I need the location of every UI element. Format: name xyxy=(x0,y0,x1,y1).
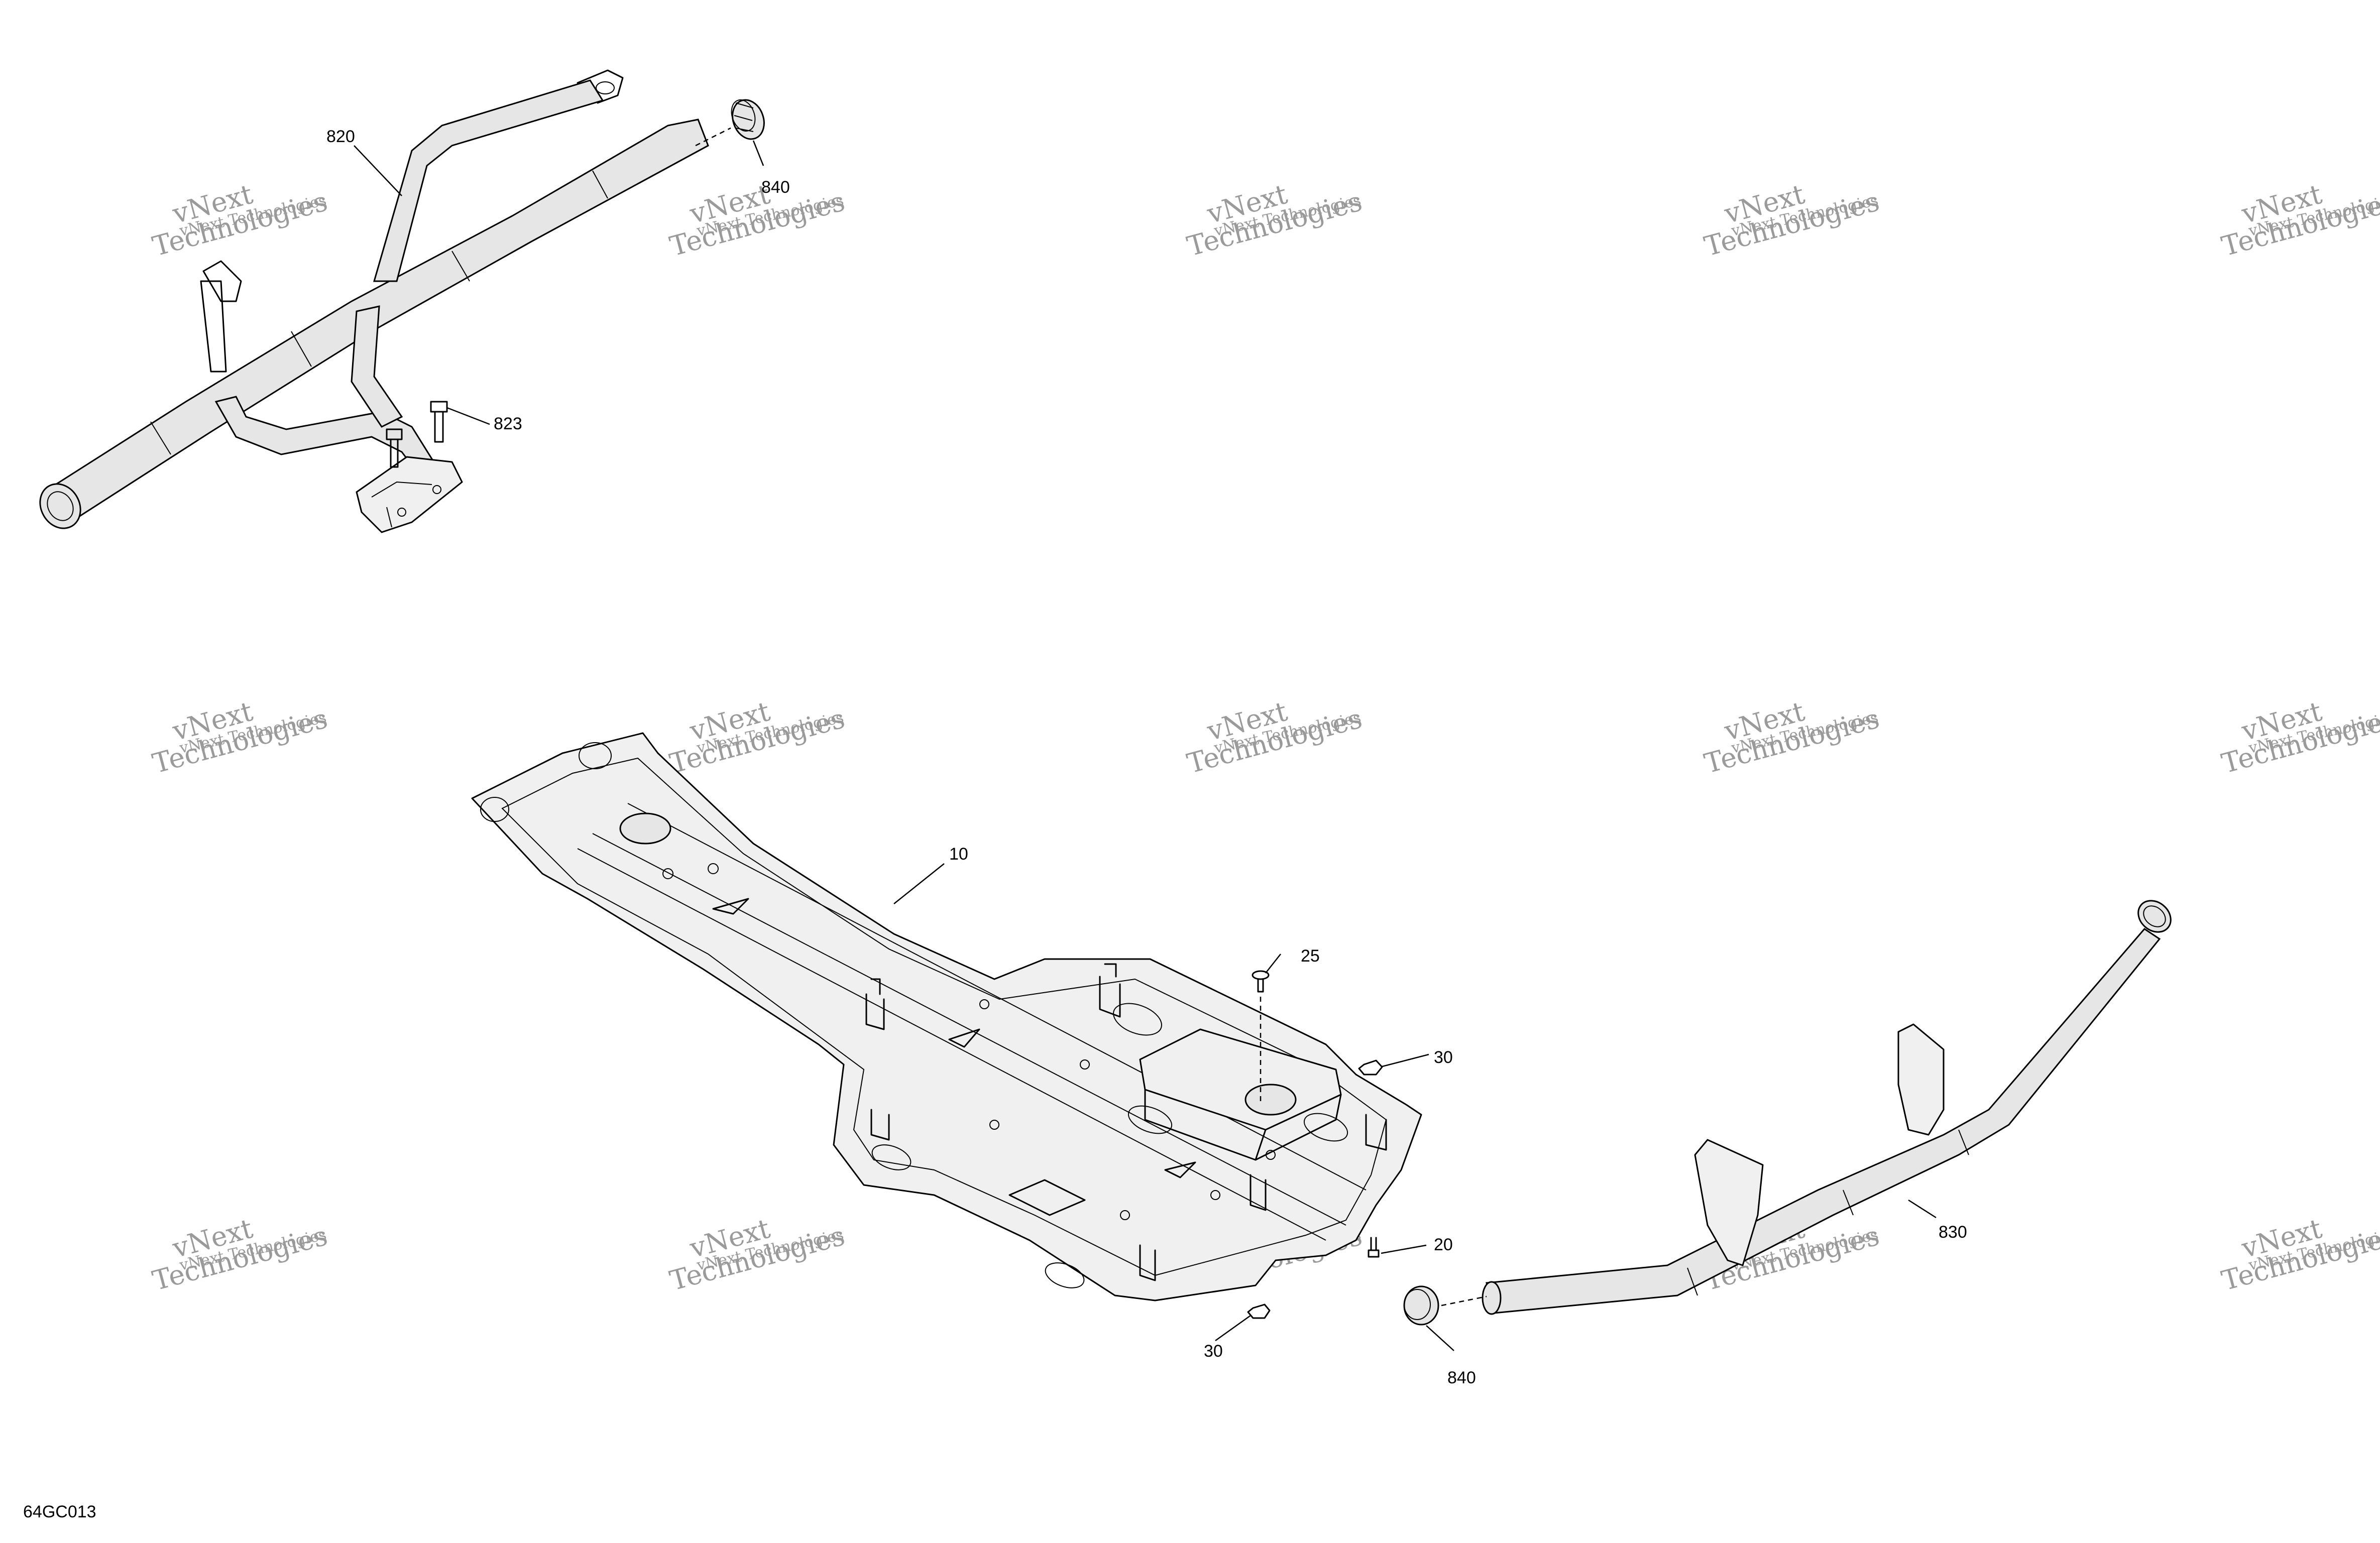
callout-20: 20 xyxy=(1434,1235,1453,1254)
part-25-rivet[interactable] xyxy=(1252,970,1270,993)
callout-labels: 820 840 823 10 25 30 20 30 840 830 xyxy=(326,127,1967,1387)
callout-840-upper: 840 xyxy=(761,178,790,197)
callout-840-lower: 840 xyxy=(1447,1368,1476,1387)
part-10-skid-plate[interactable] xyxy=(471,732,1422,1301)
callout-823: 823 xyxy=(494,414,522,433)
callout-25: 25 xyxy=(1301,946,1320,966)
callout-820: 820 xyxy=(326,127,355,146)
callout-830: 830 xyxy=(1939,1223,1967,1242)
part-840-end-cap-upper[interactable] xyxy=(727,95,769,144)
callout-10: 10 xyxy=(949,845,968,864)
part-830-tube[interactable] xyxy=(1482,894,2177,1315)
callout-30-lower: 30 xyxy=(1204,1342,1223,1361)
part-820-bumper-tube[interactable] xyxy=(32,69,709,536)
part-30-nut-lower[interactable] xyxy=(1247,1303,1271,1319)
callout-30-upper: 30 xyxy=(1434,1048,1453,1067)
part-20-screw[interactable] xyxy=(1368,1237,1380,1258)
part-30-nut-upper[interactable] xyxy=(1358,1059,1383,1076)
part-840-end-cap-lower[interactable] xyxy=(1403,1285,1439,1326)
part-823-screws[interactable] xyxy=(386,401,448,468)
drawing-code: 64GC013 xyxy=(23,1502,96,1521)
leader-lines xyxy=(354,140,1937,1351)
